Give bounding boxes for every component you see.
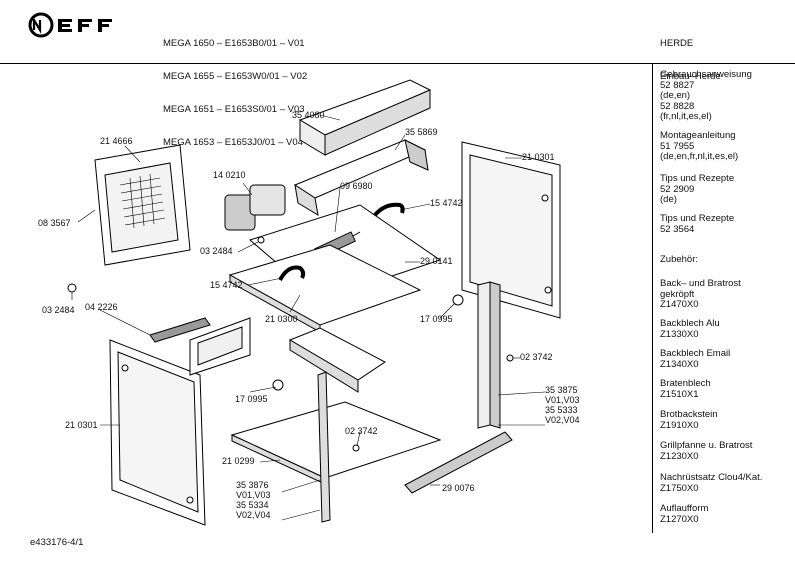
- base-plate-part: [230, 401, 442, 485]
- part-label: 21 0299: [222, 456, 255, 466]
- part-label: 03 2484: [42, 305, 75, 315]
- sidebar-block: Grillpfanne u. Bratrost Z1230X0: [660, 440, 753, 462]
- screw-part: [352, 444, 360, 452]
- sidebar-block: Backblech Email Z1340X0: [660, 348, 731, 370]
- sidebar-block: Back– und Bratrost gekröpft Z1470X0: [660, 278, 741, 311]
- part-label: 35 3876 V01,V03 35 5334 V02,V04: [236, 480, 271, 520]
- neff-logo: [28, 12, 112, 38]
- model-line: MEGA 1653 – E1653J0/01 – V04: [163, 137, 303, 148]
- category: HERDE Einbau–Herde: [660, 16, 721, 93]
- part-label: 02 3742: [345, 426, 378, 436]
- back-panel-part: [94, 144, 191, 266]
- exploded-view-drawing: [67, 79, 561, 526]
- part-label: 09 6980: [340, 181, 373, 191]
- part-label: 21 0301: [522, 152, 555, 162]
- part-label: 17 0995: [420, 314, 453, 324]
- left-side-panel-part: [109, 339, 206, 526]
- light-strip-part: [149, 317, 211, 343]
- header-rule: [0, 63, 795, 64]
- part-label: 08 3567: [38, 218, 71, 228]
- part-label: 21 4666: [100, 136, 133, 146]
- sidebar-block: Auflaufform Z1270X0: [660, 503, 709, 525]
- part-label: 35 4080: [292, 110, 325, 120]
- sidebar-block: Bratenblech Z1510X1: [660, 378, 711, 400]
- part-label: 35 3875 V01,V03 35 5333 V02,V04: [545, 385, 580, 425]
- part-label: 14 0210: [213, 170, 246, 180]
- part-label: 15 4742: [210, 280, 243, 290]
- part-label: 21 0301: [65, 420, 98, 430]
- sidebar-block: Tips und Rezepte 52 3564: [660, 213, 735, 235]
- top-cover-part: [298, 79, 432, 156]
- part-label: 04 2226: [85, 302, 118, 312]
- sidebar-block: Montageanleitung 51 7955 (de,en,fr,nl,it…: [660, 130, 739, 163]
- sidebar-rule: [652, 63, 653, 533]
- side-rail-part: [477, 281, 501, 429]
- model-line: MEGA 1650 – E1653B0/01 – V01: [163, 38, 305, 49]
- handle-part: [373, 202, 405, 217]
- part-label: 29 0076: [442, 483, 475, 493]
- right-side-panel-part: [461, 141, 561, 319]
- sidebar-block: Backblech Alu Z1330X0: [660, 318, 720, 340]
- part-label: 02 3742: [520, 352, 553, 362]
- part-label: 29 0141: [420, 256, 453, 266]
- model-list: MEGA 1650 – E1653B0/01 – V01 MEGA 1655 –…: [163, 16, 307, 159]
- bottom-strip-part: [404, 431, 513, 494]
- document-id: e433176-4/1: [30, 537, 84, 548]
- screw-part: [506, 354, 514, 362]
- model-line: MEGA 1655 – E1653W0/01 – V02: [163, 71, 308, 82]
- category-line: Einbau–Herde: [660, 71, 721, 82]
- part-label: 03 2484: [200, 246, 233, 256]
- bracket-part: [293, 139, 429, 216]
- sidebar-block: Brotbackstein Z1910X0: [660, 409, 718, 431]
- part-label: 17 0995: [235, 394, 268, 404]
- sidebar-block: Nachrüstsatz Clou4/Kat. Z1750X0: [660, 472, 763, 494]
- model-line: MEGA 1651 – E1653S0/01 – V03: [163, 104, 305, 115]
- screw-part: [257, 236, 265, 244]
- fan-motor-part: [224, 184, 286, 231]
- grommet-part: [452, 294, 464, 306]
- sidebar-block: Gebrauchsanweisung 52 8827 (de,en) 52 88…: [660, 69, 752, 123]
- part-label: 15 4742: [430, 198, 463, 208]
- leader-lines: [71, 114, 546, 521]
- sidebar-block: Tips und Rezepte 52 2909 (de): [660, 173, 735, 206]
- lamp-frame-part: [189, 317, 251, 376]
- part-label: 35 5869: [405, 127, 438, 137]
- category-line: HERDE: [660, 38, 694, 49]
- inner-shelf-part: [288, 327, 386, 393]
- front-rail-part: [317, 371, 331, 523]
- screw-part: [67, 283, 77, 293]
- part-label: 21 0300: [265, 314, 298, 324]
- sidebar-block: Zubehör:: [660, 254, 699, 265]
- grommet-part: [272, 379, 284, 391]
- handle-part: [278, 265, 306, 281]
